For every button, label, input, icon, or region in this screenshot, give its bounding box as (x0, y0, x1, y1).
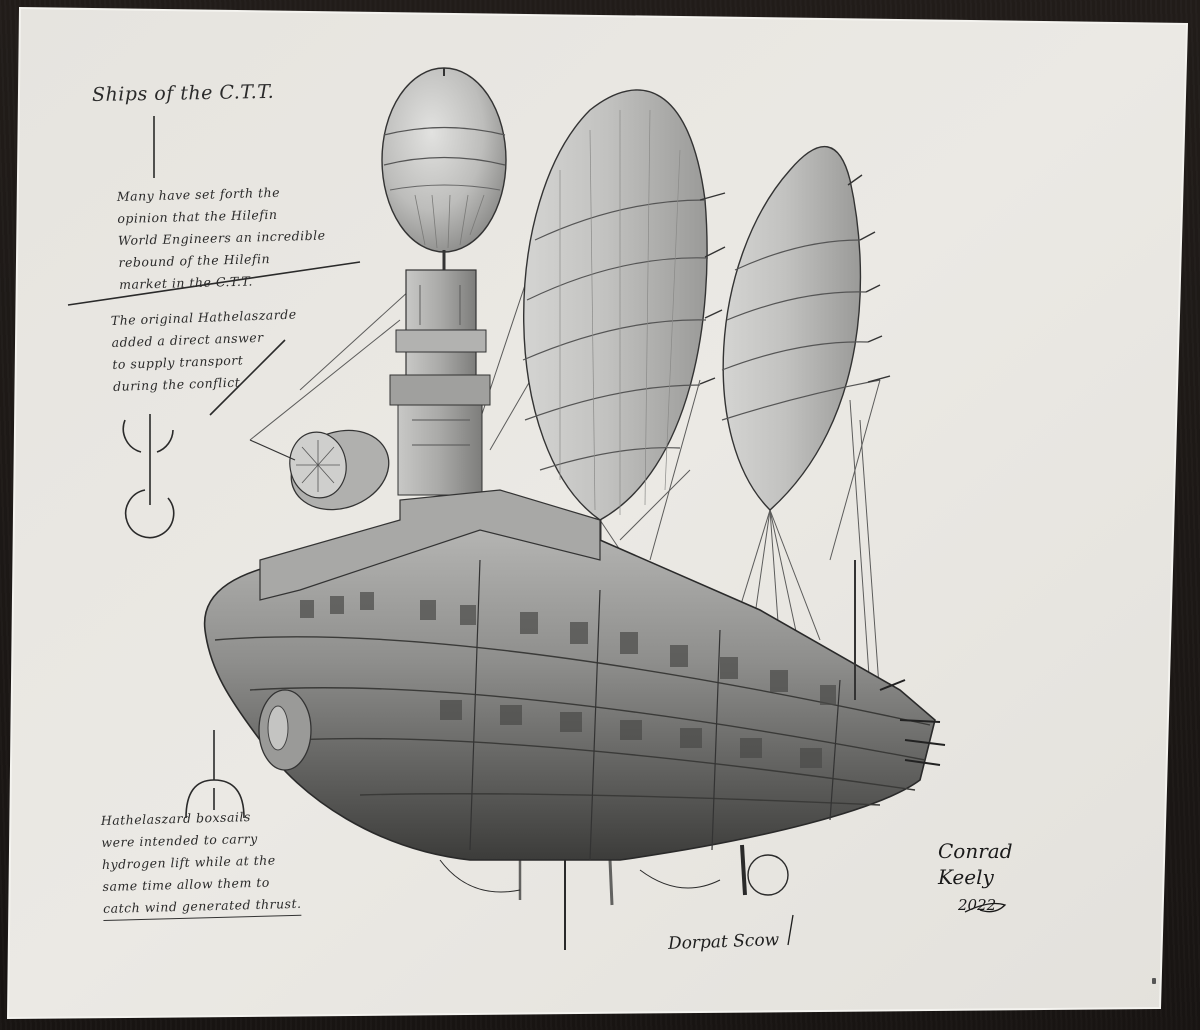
annotation-note-2: The original Hathelaszarde added a direc… (110, 304, 299, 398)
piece-title: Dorpat Scow (667, 930, 780, 954)
turbine-engine (249, 429, 390, 511)
center-sail-balloon (522, 89, 726, 570)
signature-flourish (964, 902, 1007, 913)
annotation-note-1: Many have set forth the opinion that the… (117, 181, 327, 296)
margin-diagram-bottom (185, 730, 245, 819)
ink-drips (439, 844, 789, 950)
signature-last-name: Keely (938, 865, 994, 889)
piece-title-stroke (787, 914, 794, 946)
margin-diagram-top (67, 116, 361, 539)
paper-corner-mark (1152, 978, 1156, 984)
signature-year: 2022 (958, 896, 997, 914)
signature-first-name: Conrad (938, 839, 1013, 863)
artist-signature: Conrad Keely 2022 (938, 838, 1013, 918)
rear-sail-balloon (721, 145, 891, 511)
round-balloon (381, 67, 507, 275)
annotation-title: Ships of the C.T.T. (91, 80, 275, 106)
annotation-note-3: Hathelaszard boxsails were intended to c… (101, 805, 302, 921)
airship-hull (203, 489, 946, 861)
command-tower (389, 269, 491, 496)
